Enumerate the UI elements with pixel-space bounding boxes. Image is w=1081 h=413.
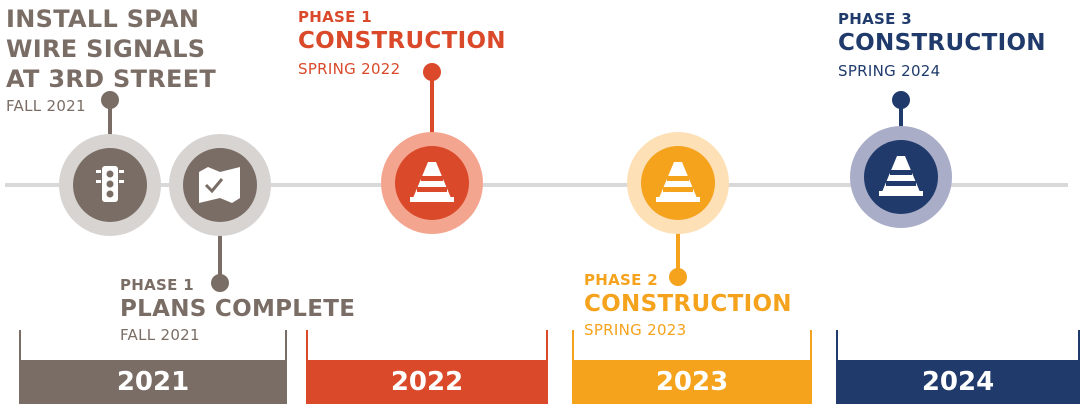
- phase1-kicker: PHASE 1: [298, 8, 372, 26]
- year-block-2024: 2024: [836, 360, 1080, 404]
- traffic-cone-icon: [656, 162, 700, 202]
- plans-pin: [211, 274, 229, 292]
- plans-label: PHASE 1 PLANS COMPLETE FALL 2021: [120, 276, 355, 344]
- year-block-2022: 2022: [306, 360, 548, 404]
- phase1-title: CONSTRUCTION: [298, 28, 506, 54]
- plans-title: PLANS COMPLETE: [120, 296, 356, 322]
- phase1-date: SPRING 2022: [298, 59, 401, 78]
- signals-title-line: AT 3RD STREET: [6, 65, 217, 93]
- signals-pin: [101, 91, 119, 109]
- phase2-pin: [669, 268, 687, 286]
- phase3-label: PHASE 3 CONSTRUCTION SPRING 2024: [838, 10, 1046, 80]
- phase1-label: PHASE 1 CONSTRUCTION SPRING 2022: [298, 8, 506, 78]
- phase2-milestone-circle: [627, 132, 729, 234]
- signals-milestone-circle: [59, 134, 161, 236]
- phase1-milestone-circle: [381, 132, 483, 234]
- traffic-cone-icon: [879, 156, 923, 196]
- year-bracket-2021: [19, 330, 287, 360]
- year-bracket-2024: [836, 330, 1080, 360]
- phase3-milestone-circle: [850, 126, 952, 228]
- traffic-light-icon: [96, 166, 124, 202]
- signals-title-line: INSTALL SPAN: [6, 5, 200, 33]
- phase3-kicker: PHASE 3: [838, 10, 912, 28]
- signals-title-line: WIRE SIGNALS: [6, 35, 206, 63]
- year-block-2023: 2023: [572, 360, 812, 404]
- map-check-icon: [199, 167, 240, 203]
- year-bracket-2023: [572, 330, 812, 360]
- plans-date: FALL 2021: [120, 325, 200, 344]
- signals-date: FALL 2021: [6, 97, 86, 115]
- phase2-date: SPRING 2023: [584, 320, 687, 339]
- phase3-pin: [892, 91, 910, 109]
- phase3-title: CONSTRUCTION: [838, 30, 1046, 56]
- plans-milestone-circle: [169, 134, 271, 236]
- phase3-date: SPRING 2024: [838, 61, 941, 80]
- plans-kicker: PHASE 1: [120, 276, 194, 294]
- signals-label: INSTALL SPAN WIRE SIGNALS AT 3RD STREET …: [6, 4, 216, 115]
- year-block-2021: 2021: [19, 360, 287, 404]
- traffic-cone-icon: [410, 162, 454, 202]
- phase2-kicker: PHASE 2: [584, 271, 658, 289]
- phase1-pin: [423, 63, 441, 81]
- year-bracket-2022: [306, 330, 548, 360]
- phase2-title: CONSTRUCTION: [584, 291, 792, 317]
- phase2-label: PHASE 2 CONSTRUCTION SPRING 2023: [584, 271, 792, 339]
